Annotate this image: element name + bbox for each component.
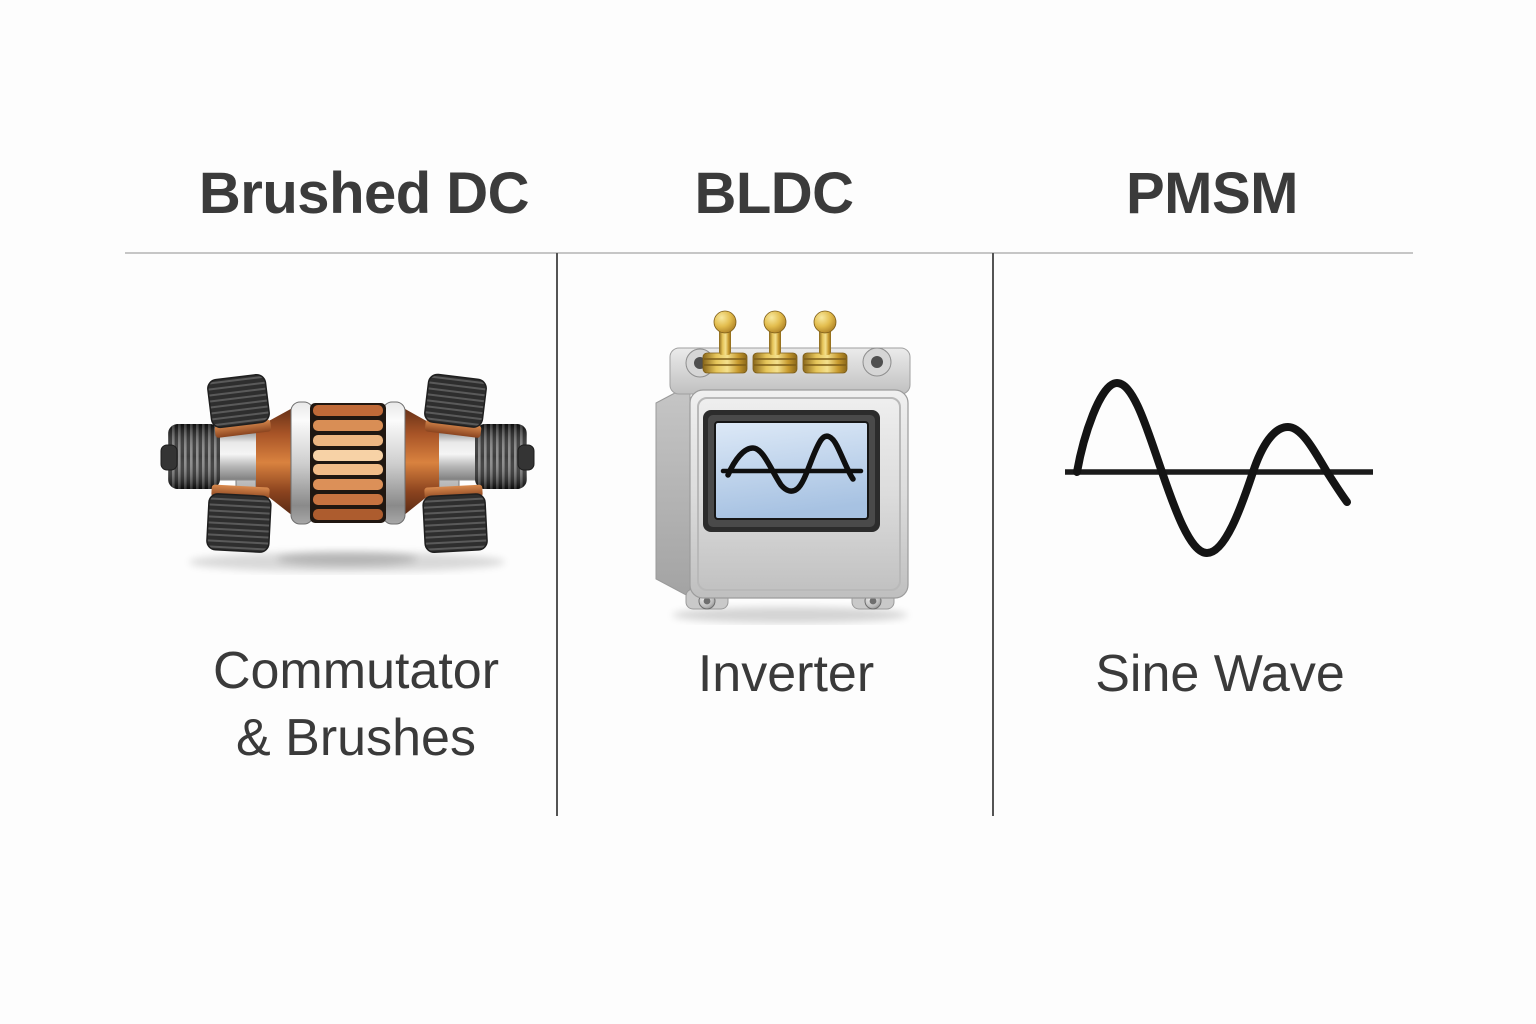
- column-header-brushed-dc: Brushed DC: [198, 161, 530, 226]
- caption-commutator-brushes: Commutator & Brushes: [213, 638, 499, 772]
- commutator-segments: [313, 405, 383, 520]
- inverter-shadow: [672, 607, 908, 623]
- mounting-hole-right: [871, 356, 883, 368]
- end-cap-right: [517, 444, 535, 471]
- terminal-1: [702, 310, 748, 374]
- sine-wave-path: [1073, 379, 1351, 557]
- commutator-ring-right: [382, 401, 406, 525]
- terminal-2: [752, 310, 798, 374]
- commutator-barrel: [310, 403, 386, 523]
- column-header-pmsm: PMSM: [1126, 161, 1299, 226]
- column-divider-2: [992, 253, 994, 816]
- caption-inverter: Inverter: [697, 645, 875, 703]
- brush-top-left: [207, 373, 272, 438]
- caption-line: Commutator: [212, 642, 500, 700]
- inverter-side-panel: [655, 384, 691, 598]
- column-header-bldc: BLDC: [694, 161, 854, 226]
- end-cap-left: [160, 444, 178, 471]
- brush-top-right: [424, 373, 487, 438]
- sine-wave-illustration: [1065, 379, 1373, 557]
- commutator-ring-left: [290, 401, 314, 525]
- brush-bottom-right: [422, 484, 488, 553]
- column-divider-1: [556, 253, 558, 816]
- brushed-dc-rotor-illustration: [160, 373, 535, 572]
- terminal-3: [802, 310, 848, 374]
- inverter-illustration: [655, 310, 911, 623]
- caption-line: & Brushes: [236, 709, 476, 767]
- brush-bottom-left: [206, 484, 272, 553]
- caption-sine-wave: Sine Wave: [1095, 645, 1345, 703]
- header-rule: [125, 252, 1413, 254]
- screen-waveform: [720, 433, 864, 494]
